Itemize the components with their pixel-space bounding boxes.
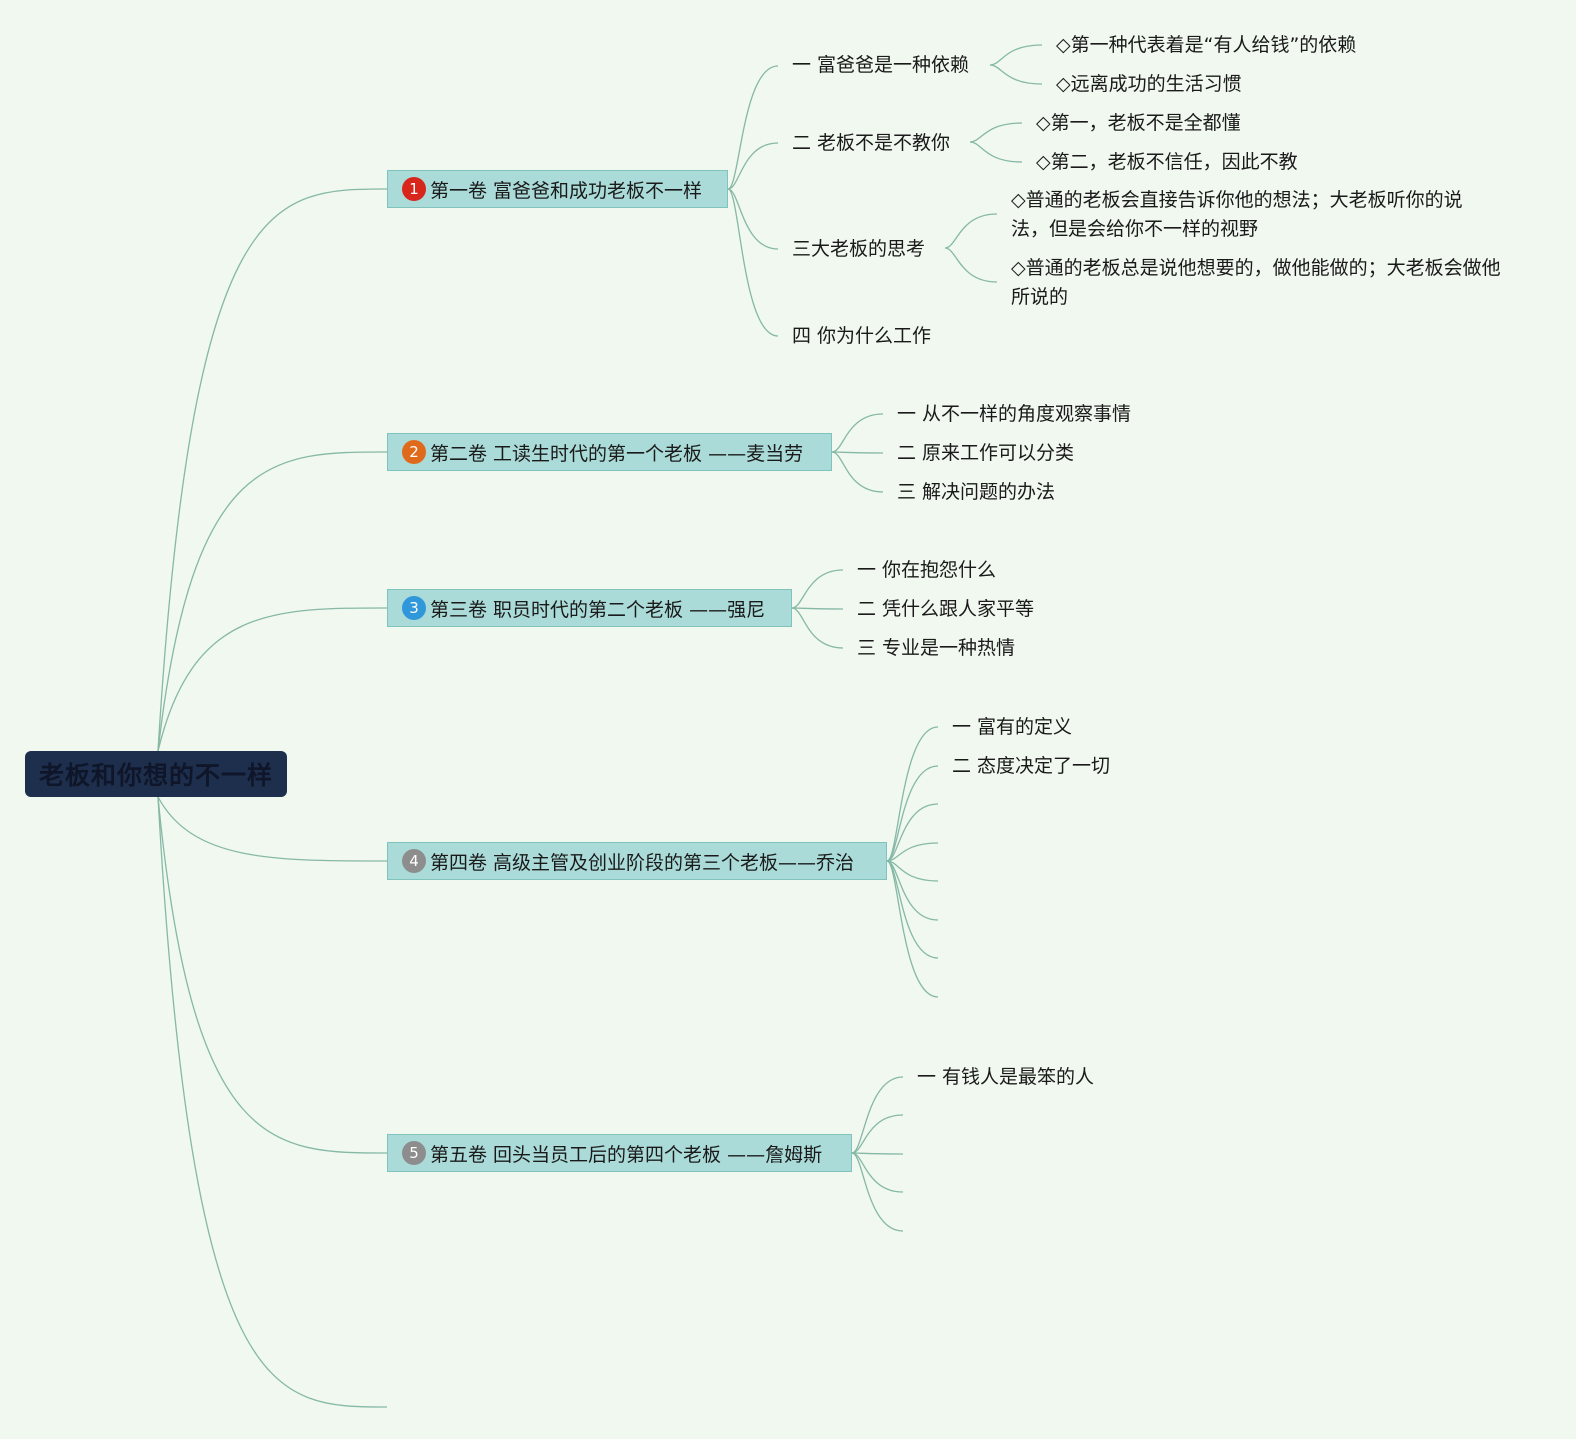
link-branch-3-1 <box>791 569 844 609</box>
branch-label: 第四卷 高级主管及创业阶段的第三个老板——乔治 <box>430 851 855 874</box>
link-topic-1-1-1 <box>989 44 1043 66</box>
link-branch-5-1 <box>851 1076 904 1154</box>
link-branch-5-4 <box>851 1152 904 1193</box>
topic-2-3[interactable]: 三 解决问题的办法 <box>897 481 1056 503</box>
branch-vol-3[interactable]: 3 第三卷 职员时代的第二个老板 ——强尼 <box>387 589 792 627</box>
number-badge-icon: 1 <box>402 177 426 201</box>
link-branch-3-3 <box>791 607 844 649</box>
topic-2-2[interactable]: 二 原来工作可以分类 <box>897 442 1075 464</box>
topic-1-4[interactable]: 四 你为什么工作 <box>792 325 932 347</box>
link-branch-1-1 <box>727 65 779 190</box>
link-topic-1-1-2 <box>989 64 1043 85</box>
link-root-branch-6 <box>157 796 388 1408</box>
subtopic-1-3-1[interactable]: ◇普通的老板会直接告诉你他的想法；大老板听你的说法，但是会给你不一样的视野 <box>1011 189 1463 240</box>
topic-2-1[interactable]: 一 从不一样的角度观察事情 <box>897 403 1132 425</box>
link-branch-5-5 <box>851 1152 904 1232</box>
topic-1-1[interactable]: 一 富爸爸是一种依赖 <box>792 54 970 76</box>
branch-vol-1[interactable]: 1 第一卷 富爸爸和成功老板不一样 <box>387 170 728 208</box>
branch-label: 第一卷 富爸爸和成功老板不一样 <box>430 179 703 202</box>
link-branch-1-3 <box>727 188 779 250</box>
number-badge-icon: 4 <box>402 849 426 873</box>
topic-3-2[interactable]: 二 凭什么跟人家平等 <box>857 598 1035 620</box>
subtopic-1-1-2[interactable]: ◇远离成功的生活习惯 <box>1056 73 1242 95</box>
subtopic-1-2-2[interactable]: ◇第二，老板不信任，因此不教 <box>1036 151 1298 173</box>
link-branch-4-4 <box>886 842 939 862</box>
link-branch-4-2 <box>886 765 939 862</box>
number-badge-icon: 5 <box>402 1141 426 1165</box>
link-branch-2-3 <box>831 451 884 493</box>
link-root-branch-5 <box>157 796 388 1154</box>
link-branch-1-2 <box>727 142 779 190</box>
link-root-branch-1 <box>157 188 388 752</box>
branch-label: 第二卷 工读生时代的第一个老板 ——麦当劳 <box>430 442 804 465</box>
link-root-branch-4 <box>157 796 388 862</box>
topic-4-2[interactable]: 二 态度决定了一切 <box>952 755 1111 777</box>
link-root-branch-3 <box>157 607 388 752</box>
subtopic-1-1-1[interactable]: ◇第一种代表着是“有人给钱”的依赖 <box>1056 34 1357 56</box>
link-branch-4-3 <box>886 803 939 862</box>
link-topic-1-3-1 <box>944 213 998 249</box>
link-branch-5-3 <box>851 1152 904 1155</box>
link-branch-2-2 <box>831 451 884 454</box>
link-root-branch-2 <box>157 451 388 752</box>
branch-vol-2[interactable]: 2 第二卷 工读生时代的第一个老板 ——麦当劳 <box>387 433 832 471</box>
topic-1-3[interactable]: 三大老板的思考 <box>792 238 926 260</box>
topic-1-2[interactable]: 二 老板不是不教你 <box>792 132 951 154</box>
topic-5-1[interactable]: 一 有钱人是最笨的人 <box>917 1066 1095 1088</box>
branch-vol-4[interactable]: 4 第四卷 高级主管及创业阶段的第三个老板——乔治 <box>387 842 887 880</box>
subtopic-1-2-1[interactable]: ◇第一，老板不是全都懂 <box>1036 112 1241 134</box>
branch-vol-5[interactable]: 5 第五卷 回头当员工后的第四个老板 ——詹姆斯 <box>387 1134 852 1172</box>
link-topic-1-2-1 <box>969 122 1023 143</box>
link-topic-1-2-2 <box>969 141 1023 163</box>
branch-label: 第三卷 职员时代的第二个老板 ——强尼 <box>430 598 766 621</box>
topic-3-1[interactable]: 一 你在抱怨什么 <box>857 559 997 581</box>
number-badge-icon: 2 <box>402 440 426 464</box>
link-topic-1-3-2 <box>944 247 998 283</box>
link-branch-3-2 <box>791 607 844 610</box>
root-topic[interactable]: 老板和你想的不一样 <box>25 751 287 797</box>
link-branch-4-6 <box>886 860 939 921</box>
subtopic-1-3-2[interactable]: ◇普通的老板总是说他想要的，做他能做的；大老板会做他所说的 <box>1011 257 1501 308</box>
link-branch-4-5 <box>886 860 939 882</box>
link-branch-4-8 <box>886 860 939 998</box>
link-branch-1-4 <box>727 188 779 337</box>
branch-label: 第五卷 回头当员工后的第四个老板 ——詹姆斯 <box>430 1143 823 1166</box>
link-branch-2-1 <box>831 413 884 453</box>
link-branch-4-1 <box>886 726 939 862</box>
number-badge-icon: 3 <box>402 596 426 620</box>
link-branch-4-7 <box>886 860 939 959</box>
topic-3-3[interactable]: 三 专业是一种热情 <box>857 637 1016 659</box>
topic-4-1[interactable]: 一 富有的定义 <box>952 716 1073 738</box>
link-branch-5-2 <box>851 1114 904 1154</box>
